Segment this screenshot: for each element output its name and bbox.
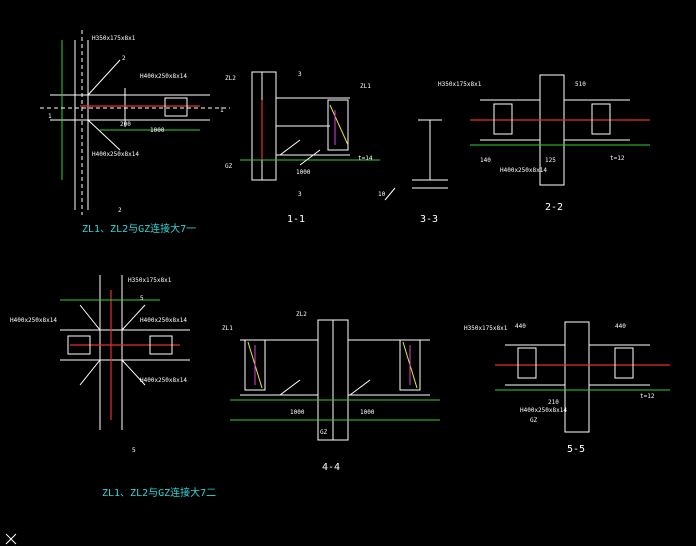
label-440: 440 bbox=[515, 323, 526, 330]
title-1-1: 1-1 bbox=[287, 214, 305, 225]
label-t12: t=12 bbox=[610, 155, 625, 162]
label-gz-4: GZ bbox=[320, 429, 328, 436]
label-gz-5: GZ bbox=[530, 417, 538, 424]
title-3-3: 3-3 bbox=[420, 214, 438, 225]
label-n5b: 5 bbox=[132, 447, 136, 454]
section-4-4: ZL1 ZL2 GZ 1000 1000 4-4 bbox=[222, 311, 440, 473]
label-h400-3b: H400x250x8x14 bbox=[140, 317, 187, 324]
plan-1: 1 1 2 2 H350x175x8x1 H400x250x8x14 H400x… bbox=[40, 30, 230, 235]
label-n2: 2 bbox=[122, 55, 126, 62]
label-10: 10 bbox=[378, 191, 386, 198]
label-h400b-1: H400x250x8x14 bbox=[92, 151, 139, 158]
title-2: ZL1、ZL2与GZ连接大7二 bbox=[102, 486, 216, 499]
label-1000-2: 1000 bbox=[296, 169, 311, 176]
label-zl2-4: ZL2 bbox=[296, 311, 307, 318]
label-440b: 440 bbox=[615, 323, 626, 330]
label-h400-1: H400x250x8x14 bbox=[140, 73, 187, 80]
label-gz: GZ bbox=[225, 163, 233, 170]
label-h400-3c: H400x250x8x14 bbox=[140, 377, 187, 384]
plan-2: H350x175x8x1 H400x250x8x14 H400x250x8x14… bbox=[10, 275, 216, 499]
label-140: 140 bbox=[480, 157, 491, 164]
label-h400-3: H400x250x8x14 bbox=[10, 317, 57, 324]
label-h400-2: H400x250x8x14 bbox=[500, 167, 547, 174]
ucs-icon bbox=[5, 533, 17, 545]
label-210: 210 bbox=[548, 399, 559, 406]
label-n1: 1 bbox=[48, 113, 52, 120]
title-5-5: 5-5 bbox=[567, 444, 585, 455]
label-zl1: ZL1 bbox=[360, 83, 371, 90]
label-n1b: 1 bbox=[220, 107, 224, 114]
section-3-3: 10 3-3 bbox=[378, 119, 448, 225]
section-1-1: ZL2 GZ ZL1 3 3 1000 t=14 1-1 bbox=[225, 71, 380, 225]
label-h350-5: H350x175x8x1 bbox=[464, 325, 508, 332]
label-1000-4a: 1000 bbox=[290, 409, 305, 416]
label-zl1-4: ZL1 bbox=[222, 325, 233, 332]
label-t12-5: t=12 bbox=[640, 393, 655, 400]
label-zl2: ZL2 bbox=[225, 75, 236, 82]
label-n5a: 5 bbox=[140, 295, 144, 302]
label-t14: t=14 bbox=[358, 155, 373, 162]
label-h400-5: H400x250x8x14 bbox=[520, 407, 567, 414]
title-1: ZL1、ZL2与GZ连接大7一 bbox=[82, 222, 196, 235]
title-2-2: 2-2 bbox=[545, 202, 563, 213]
label-h350-2: H350x175x8x1 bbox=[438, 81, 482, 88]
label-n2b: 2 bbox=[118, 207, 122, 214]
label-n3b: 3 bbox=[298, 191, 302, 198]
label-510: 510 bbox=[575, 81, 586, 88]
label-125: 125 bbox=[545, 157, 556, 164]
title-4-4: 4-4 bbox=[322, 462, 340, 473]
label-200-1: 200 bbox=[120, 121, 131, 128]
label-n3a: 3 bbox=[298, 71, 302, 78]
label-h350-3: H350x175x8x1 bbox=[128, 277, 172, 284]
label-h350-1: H350x175x8x1 bbox=[92, 35, 136, 42]
section-5-5: H350x175x8x1 440 440 210 H400x250x8x14 G… bbox=[464, 321, 670, 455]
label-1000-1: 1000 bbox=[150, 127, 165, 134]
label-1000-4b: 1000 bbox=[360, 409, 375, 416]
section-2-2: H350x175x8x1 510 140 125 t=12 H400x250x8… bbox=[438, 74, 650, 213]
